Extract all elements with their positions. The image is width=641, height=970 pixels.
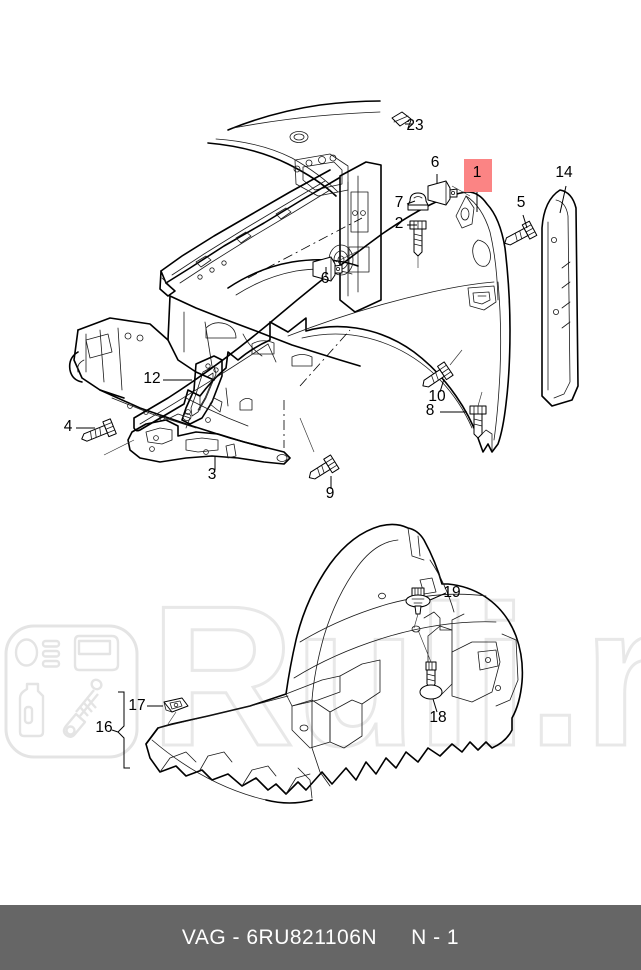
- body-structure-assembly: [68, 100, 382, 449]
- fastener-8-bolt: [469, 405, 487, 439]
- shock-absorber-icon: [62, 678, 103, 738]
- headlight-icon: [14, 638, 61, 668]
- fastener-23-clip: [391, 111, 412, 127]
- part-number-text: VAG - 6RU821106N: [181, 925, 378, 949]
- fastener-2-bolt: [409, 220, 427, 257]
- fastener-4-bolt: [81, 418, 117, 442]
- callout-label-12: 12: [143, 370, 160, 387]
- callout-label-18: 18: [429, 709, 446, 726]
- callout-label-17: 17: [128, 697, 145, 714]
- watermark-ruli-text: Ruli.ru: [149, 564, 641, 790]
- fastener-17-clip-nut: [163, 697, 189, 713]
- fastener-7-nut: [407, 192, 429, 211]
- fastener-9-bolt: [308, 454, 340, 480]
- callout-label-1: 1: [473, 164, 482, 181]
- callout-label-14: 14: [555, 164, 573, 181]
- technical-illustration: Ruli.ru: [4, 100, 641, 804]
- part-1-front-fender: [133, 191, 511, 453]
- callout-label-3: 3: [208, 466, 217, 483]
- watermark-layer: Ruli.ru: [4, 564, 641, 790]
- callout-label-6: 6: [321, 270, 330, 287]
- callout-label-5: 5: [517, 194, 526, 211]
- callout-number-labels: 23 6 1 14 7 5 2 6 12 108 4 3 9 19 18 17 16: [64, 117, 573, 736]
- callout-label-23: 23: [406, 117, 423, 134]
- svg-text:Ruli.ru: Ruli.ru: [150, 565, 641, 788]
- highlight-item-1: [464, 159, 492, 192]
- callout-label-9: 9: [326, 485, 335, 502]
- wheel-housing-liner-assembly: [145, 523, 524, 804]
- fastener-6b-bushing: [312, 256, 343, 282]
- fastener-5-bolt: [504, 220, 538, 246]
- callout-label-2: 2: [395, 215, 404, 232]
- fastener-6a-bushing: [427, 180, 458, 206]
- callout-label-16: 16: [95, 719, 112, 736]
- footer-bar: VAG - 6RU821106N N - 1: [0, 905, 641, 970]
- callout-label-8: 8: [426, 402, 435, 419]
- part-3-bracket: [127, 413, 291, 465]
- callout-label-19: 19: [443, 584, 460, 601]
- callout-label-4: 4: [64, 418, 73, 435]
- callout-label-10: 10: [428, 388, 446, 405]
- fastener-19-rivet: [405, 587, 431, 615]
- fastener-10-bolt: [422, 361, 454, 388]
- footer-content: VAG - 6RU821106N N - 1: [182, 926, 459, 950]
- page-reference-text: N - 1: [411, 925, 460, 949]
- watermark-logo-badge: [4, 624, 139, 759]
- fastener-18-screw: [419, 661, 443, 700]
- diagram-canvas: Ruli.ru: [4, 100, 641, 804]
- callout-label-6: 6: [431, 154, 440, 171]
- callout-label-7: 7: [395, 194, 404, 211]
- door-icon: [73, 634, 120, 672]
- oil-bottle-icon: [18, 682, 45, 738]
- part-14-trim-strip: [541, 189, 579, 407]
